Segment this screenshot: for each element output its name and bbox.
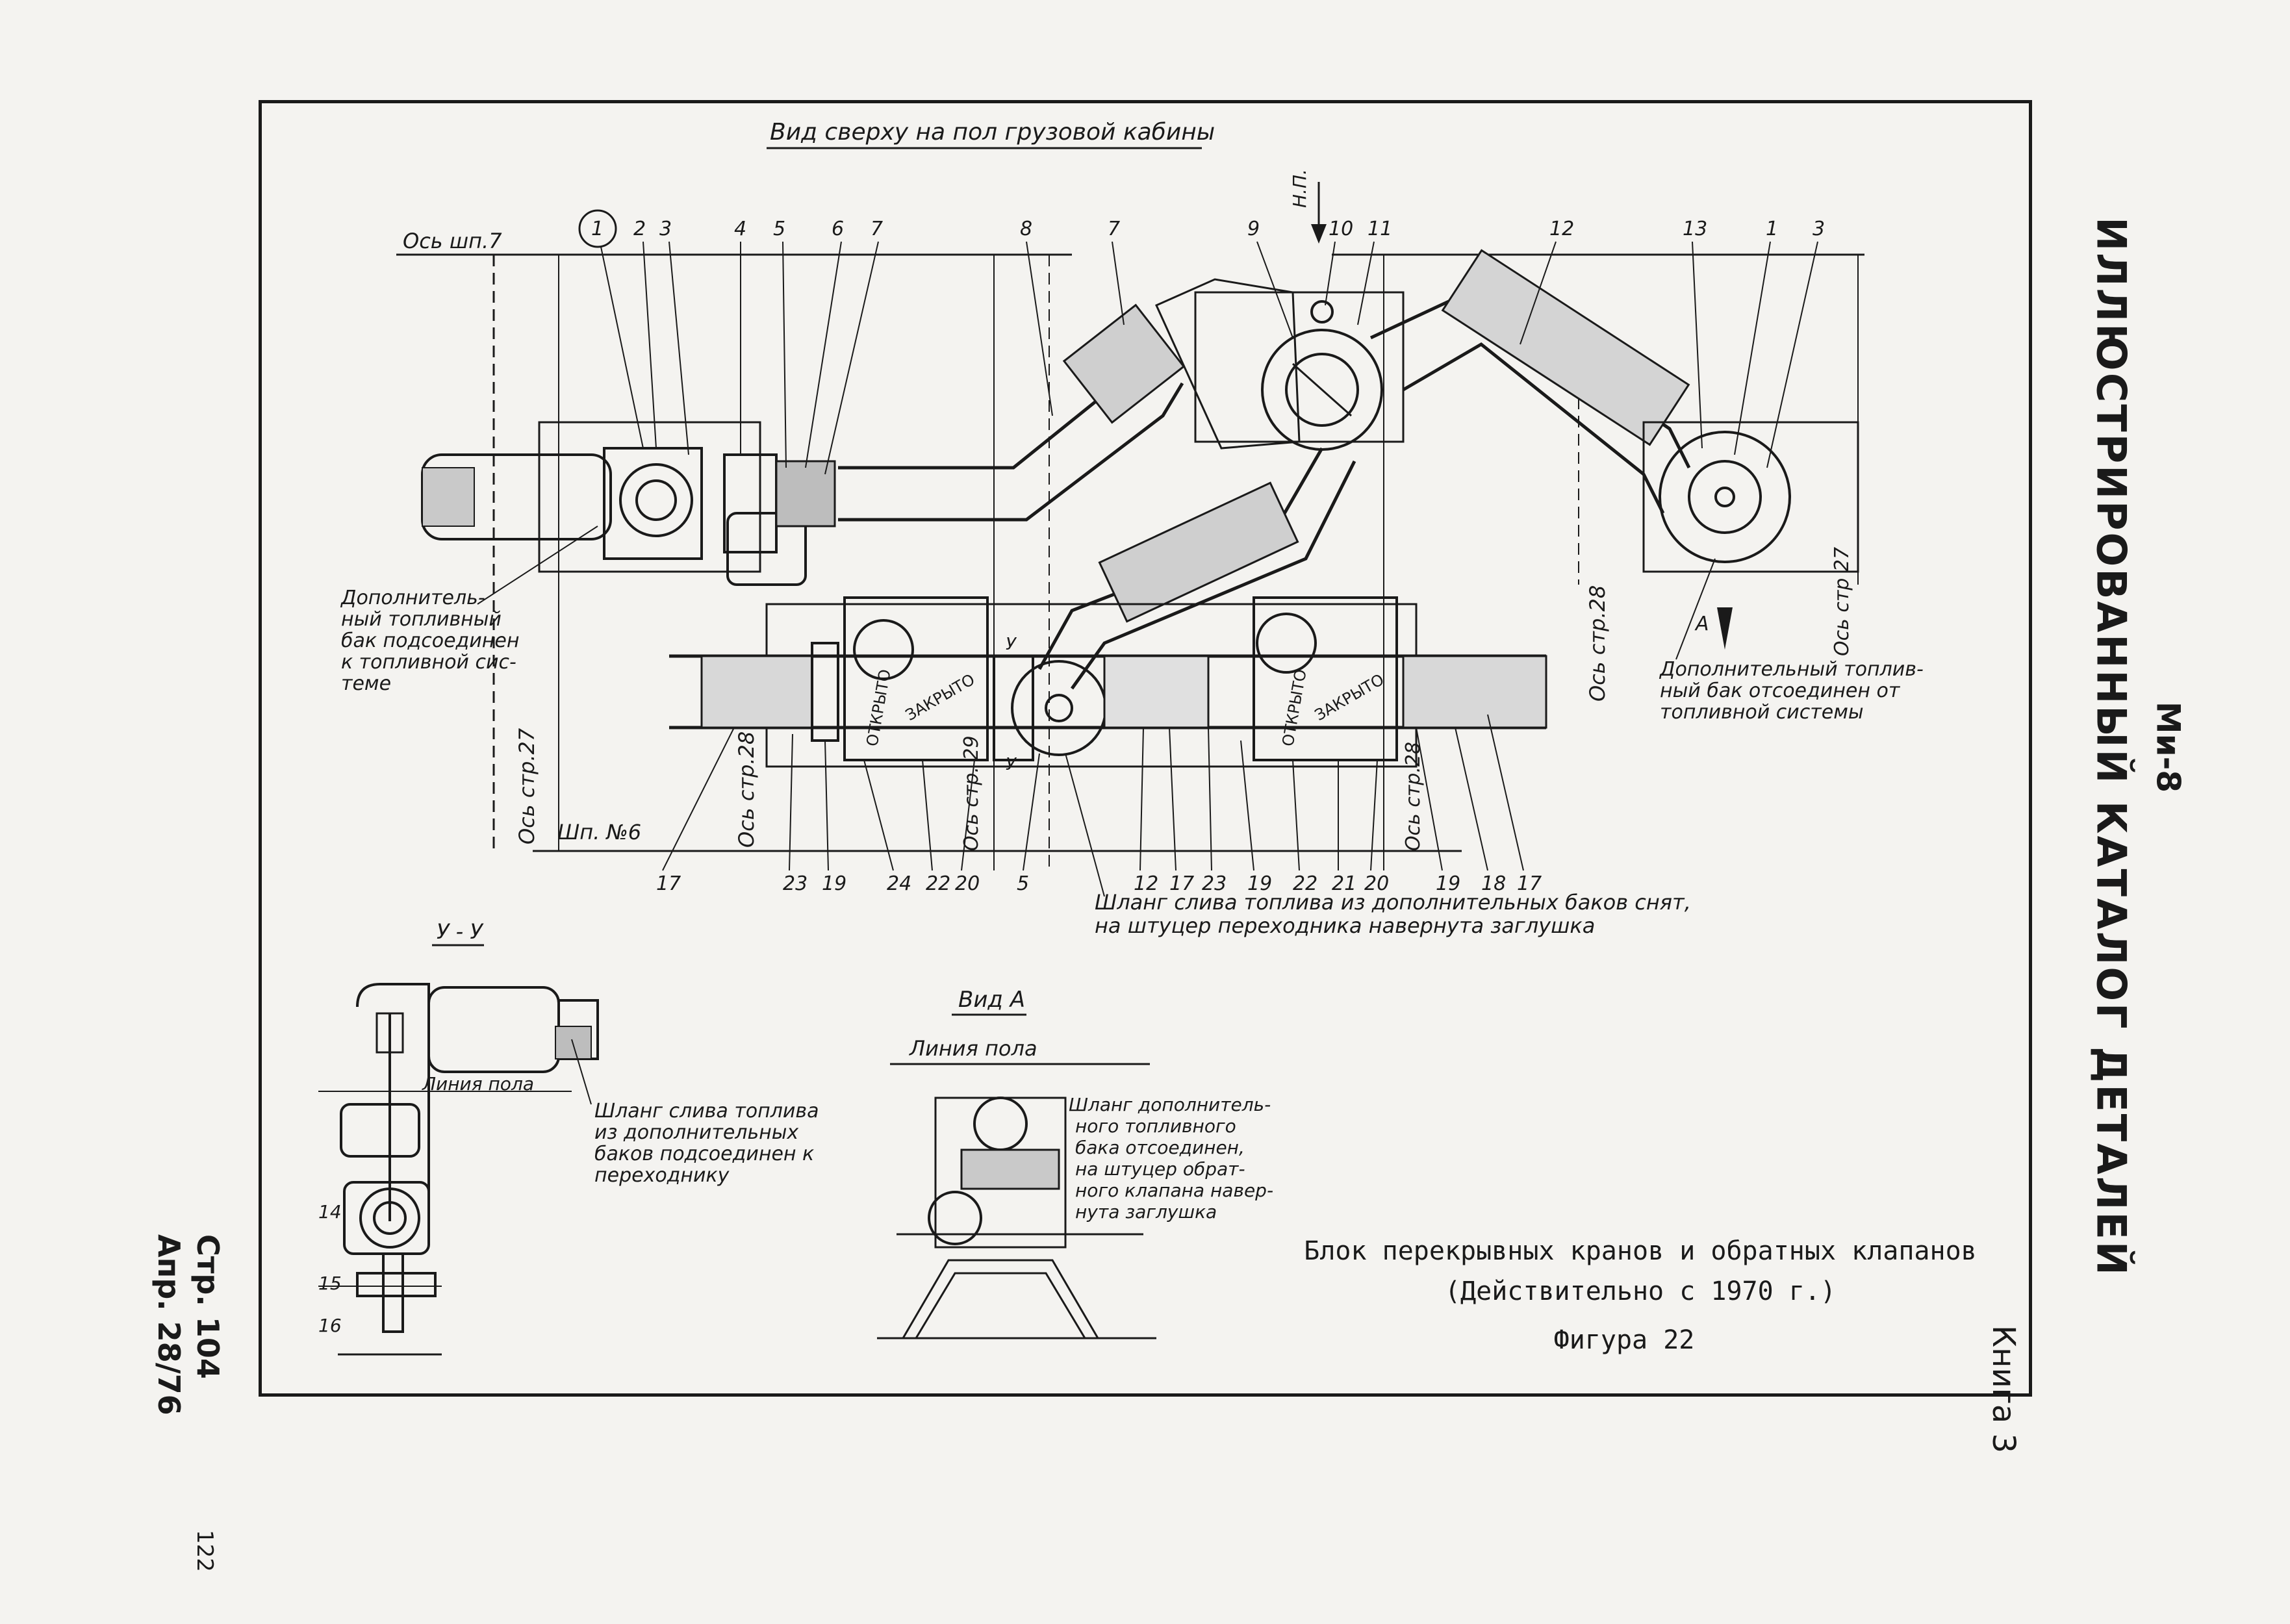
callout-top-13: 13 — [1683, 218, 1707, 240]
callout-top-11: 11 — [1368, 218, 1392, 240]
callout-top-14: 1 — [1766, 218, 1778, 240]
note-hose-disconnected-line4: ного клапана навер- — [1075, 1180, 1273, 1201]
callout-bottom-2: 19 — [822, 872, 846, 895]
catalog-title: ИЛЛЮСТРИРОВАННЫЙ КАТАЛОГ ДЕТАЛЕЙ — [2087, 217, 2135, 1277]
note-tank-connected-line1: ный топливный — [341, 608, 502, 631]
note-tank-connected-line3: к топливной сис- — [341, 651, 516, 674]
section-floor-label: Линия пола — [422, 1073, 534, 1095]
callout-top-8: 7 — [1108, 218, 1120, 240]
callout-top-15: 3 — [1813, 218, 1825, 240]
callout-top-10: 10 — [1329, 218, 1353, 240]
callout-top-12: 12 — [1549, 218, 1574, 240]
callout-bottom-8: 17 — [1169, 872, 1194, 895]
right-valve-closed-label: ЗАКРЫТО — [1312, 670, 1387, 724]
callout-bottom-5: 20 — [955, 872, 980, 895]
figure-number: Фигура 22 — [1553, 1325, 1695, 1355]
view-a-floor-label: Линия пола — [909, 1036, 1037, 1061]
caption-line1: Блок перекрывных кранов и обратных клапа… — [1304, 1236, 1977, 1266]
axis-frame6-label: Шп. №6 — [557, 820, 641, 844]
note-hose-disconnected: Шланг дополнитель- ного топливного бака … — [1069, 1094, 1273, 1223]
note-drain-connected-line3: переходнику — [594, 1164, 730, 1187]
note-tank-connected-line2: бак подсоединен — [341, 629, 519, 652]
callout-top-3: 4 — [734, 218, 746, 240]
axis-str27-label: Ось стр.27 — [515, 728, 539, 844]
axis-str27r-label: Ось стр 27 — [1831, 547, 1853, 656]
note-drain-removed-line0: Шланг слива топлива из дополнительных ба… — [1095, 890, 1691, 915]
note-hose-disconnected-line0: Шланг дополнитель- — [1069, 1094, 1271, 1115]
callout-top-6: 7 — [871, 218, 883, 240]
y-marker-top: У — [1006, 635, 1017, 654]
callout-section-2: 16 — [318, 1315, 342, 1336]
callout-bottom-10: 19 — [1247, 872, 1272, 895]
callout-bottom-12: 21 — [1332, 872, 1356, 895]
note-hose-disconnected-line5: нута заглушка — [1075, 1201, 1217, 1223]
callout-top-2: 3 — [659, 218, 672, 240]
arrow-a-label: А — [1694, 613, 1709, 635]
callout-top-5: 6 — [832, 218, 844, 240]
callout-bottom-16: 17 — [1517, 872, 1542, 895]
note-tank-disconnected-line2: топливной системы — [1660, 701, 1864, 724]
note-drain-removed-line1: на штуцер переходника навернута заглушка — [1095, 913, 1595, 938]
callout-top-4: 5 — [773, 218, 785, 240]
note-tank-connected-line4: теме — [341, 672, 391, 695]
note-hose-disconnected-line2: бака отсоединен, — [1075, 1137, 1245, 1158]
axis-str28b-label: Ось стр.28 — [1402, 742, 1425, 851]
page-number: 122 — [192, 1530, 218, 1572]
model-name: Ми-8 — [2149, 701, 2187, 793]
left-valve-closed-label: ЗАКРЫТО — [902, 670, 978, 724]
callout-bottom-0: 17 — [656, 872, 681, 895]
top-callouts: 1 2 3 4 5 6 7 8 7 9 10 11 12 13 1 3 — [591, 218, 1825, 240]
callout-top-1: 2 — [633, 218, 646, 240]
section-title: У - У — [437, 919, 484, 944]
callout-top-9: 9 — [1247, 218, 1260, 240]
callout-bottom-9: 23 — [1202, 872, 1227, 895]
callout-bottom-11: 22 — [1293, 872, 1317, 895]
note-drain-connected: Шланг слива топлива из дополнительных ба… — [594, 1100, 819, 1187]
left-valve-open-label: ОТКРЫТО — [863, 668, 894, 748]
callout-bottom-7: 12 — [1134, 872, 1158, 895]
callout-bottom-14: 19 — [1436, 872, 1460, 895]
top-view-title: Вид сверху на пол грузовой кабины — [770, 119, 1215, 146]
y-marker-bottom: У — [1006, 755, 1017, 774]
page-info: Стр. 104 Апр. 28/76 — [149, 1234, 227, 1415]
callout-bottom-13: 20 — [1364, 872, 1389, 895]
note-drain-connected-line2: баков подсоединен к — [594, 1143, 814, 1165]
note-tank-disconnected: Дополнительный топлив- ный бак отсоедине… — [1659, 658, 1924, 724]
caption-line2: (Действительно с 1970 г.) — [1444, 1276, 1837, 1306]
callout-bottom-6: 5 — [1017, 872, 1029, 895]
axis-frame7-label: Ось шп.7 — [403, 229, 502, 253]
bottom-callouts: 17 23 19 24 22 20 5 12 17 23 19 22 21 20… — [656, 872, 1542, 895]
callout-section-1: 15 — [318, 1273, 342, 1294]
right-valve-open-label: ОТКРЫТО — [1279, 668, 1310, 748]
callout-bottom-3: 24 — [887, 872, 911, 895]
drawing-frame — [259, 100, 2032, 1397]
callout-bottom-4: 22 — [926, 872, 950, 895]
callout-bottom-15: 18 — [1481, 872, 1506, 895]
note-drain-connected-line1: из дополнительных — [594, 1121, 798, 1144]
note-tank-disconnected-line1: ный бак отсоединен от — [1660, 679, 1901, 702]
book-label: Книга 3 — [1985, 1325, 2022, 1454]
note-hose-disconnected-line1: ного топливного — [1075, 1115, 1236, 1137]
inlet-label: Н.П. — [1289, 169, 1310, 208]
note-tank-connected-line0: Дополнитель- — [340, 587, 485, 609]
section-callouts: 14 15 16 — [318, 1201, 342, 1336]
callout-bottom-1: 23 — [783, 872, 808, 895]
callout-top-7: 8 — [1020, 218, 1032, 240]
note-drain-connected-line0: Шланг слива топлива — [594, 1100, 819, 1123]
note-hose-disconnected-line3: на штуцер обрат- — [1075, 1158, 1245, 1180]
callout-top-0: 1 — [591, 218, 604, 240]
axis-str29-label: Ось стр. 29 — [960, 735, 983, 851]
note-tank-disconnected-line0: Дополнительный топлив- — [1659, 658, 1924, 681]
page-label: Стр. 104 — [190, 1234, 225, 1379]
axis-str28r-label: Ось стр.28 — [1585, 585, 1610, 702]
callout-section-0: 14 — [318, 1201, 342, 1223]
axis-str28-label: Ось стр.28 — [734, 731, 759, 848]
note-tank-connected: Дополнитель- ный топливный бак подсоедин… — [340, 587, 519, 695]
figure-caption: Блок перекрывных кранов и обратных клапа… — [1293, 1231, 1988, 1312]
revision-date: Апр. 28/76 — [151, 1234, 186, 1415]
note-drain-removed: Шланг слива топлива из дополнительных ба… — [1095, 890, 1691, 938]
view-a-title: Вид А — [958, 987, 1025, 1013]
